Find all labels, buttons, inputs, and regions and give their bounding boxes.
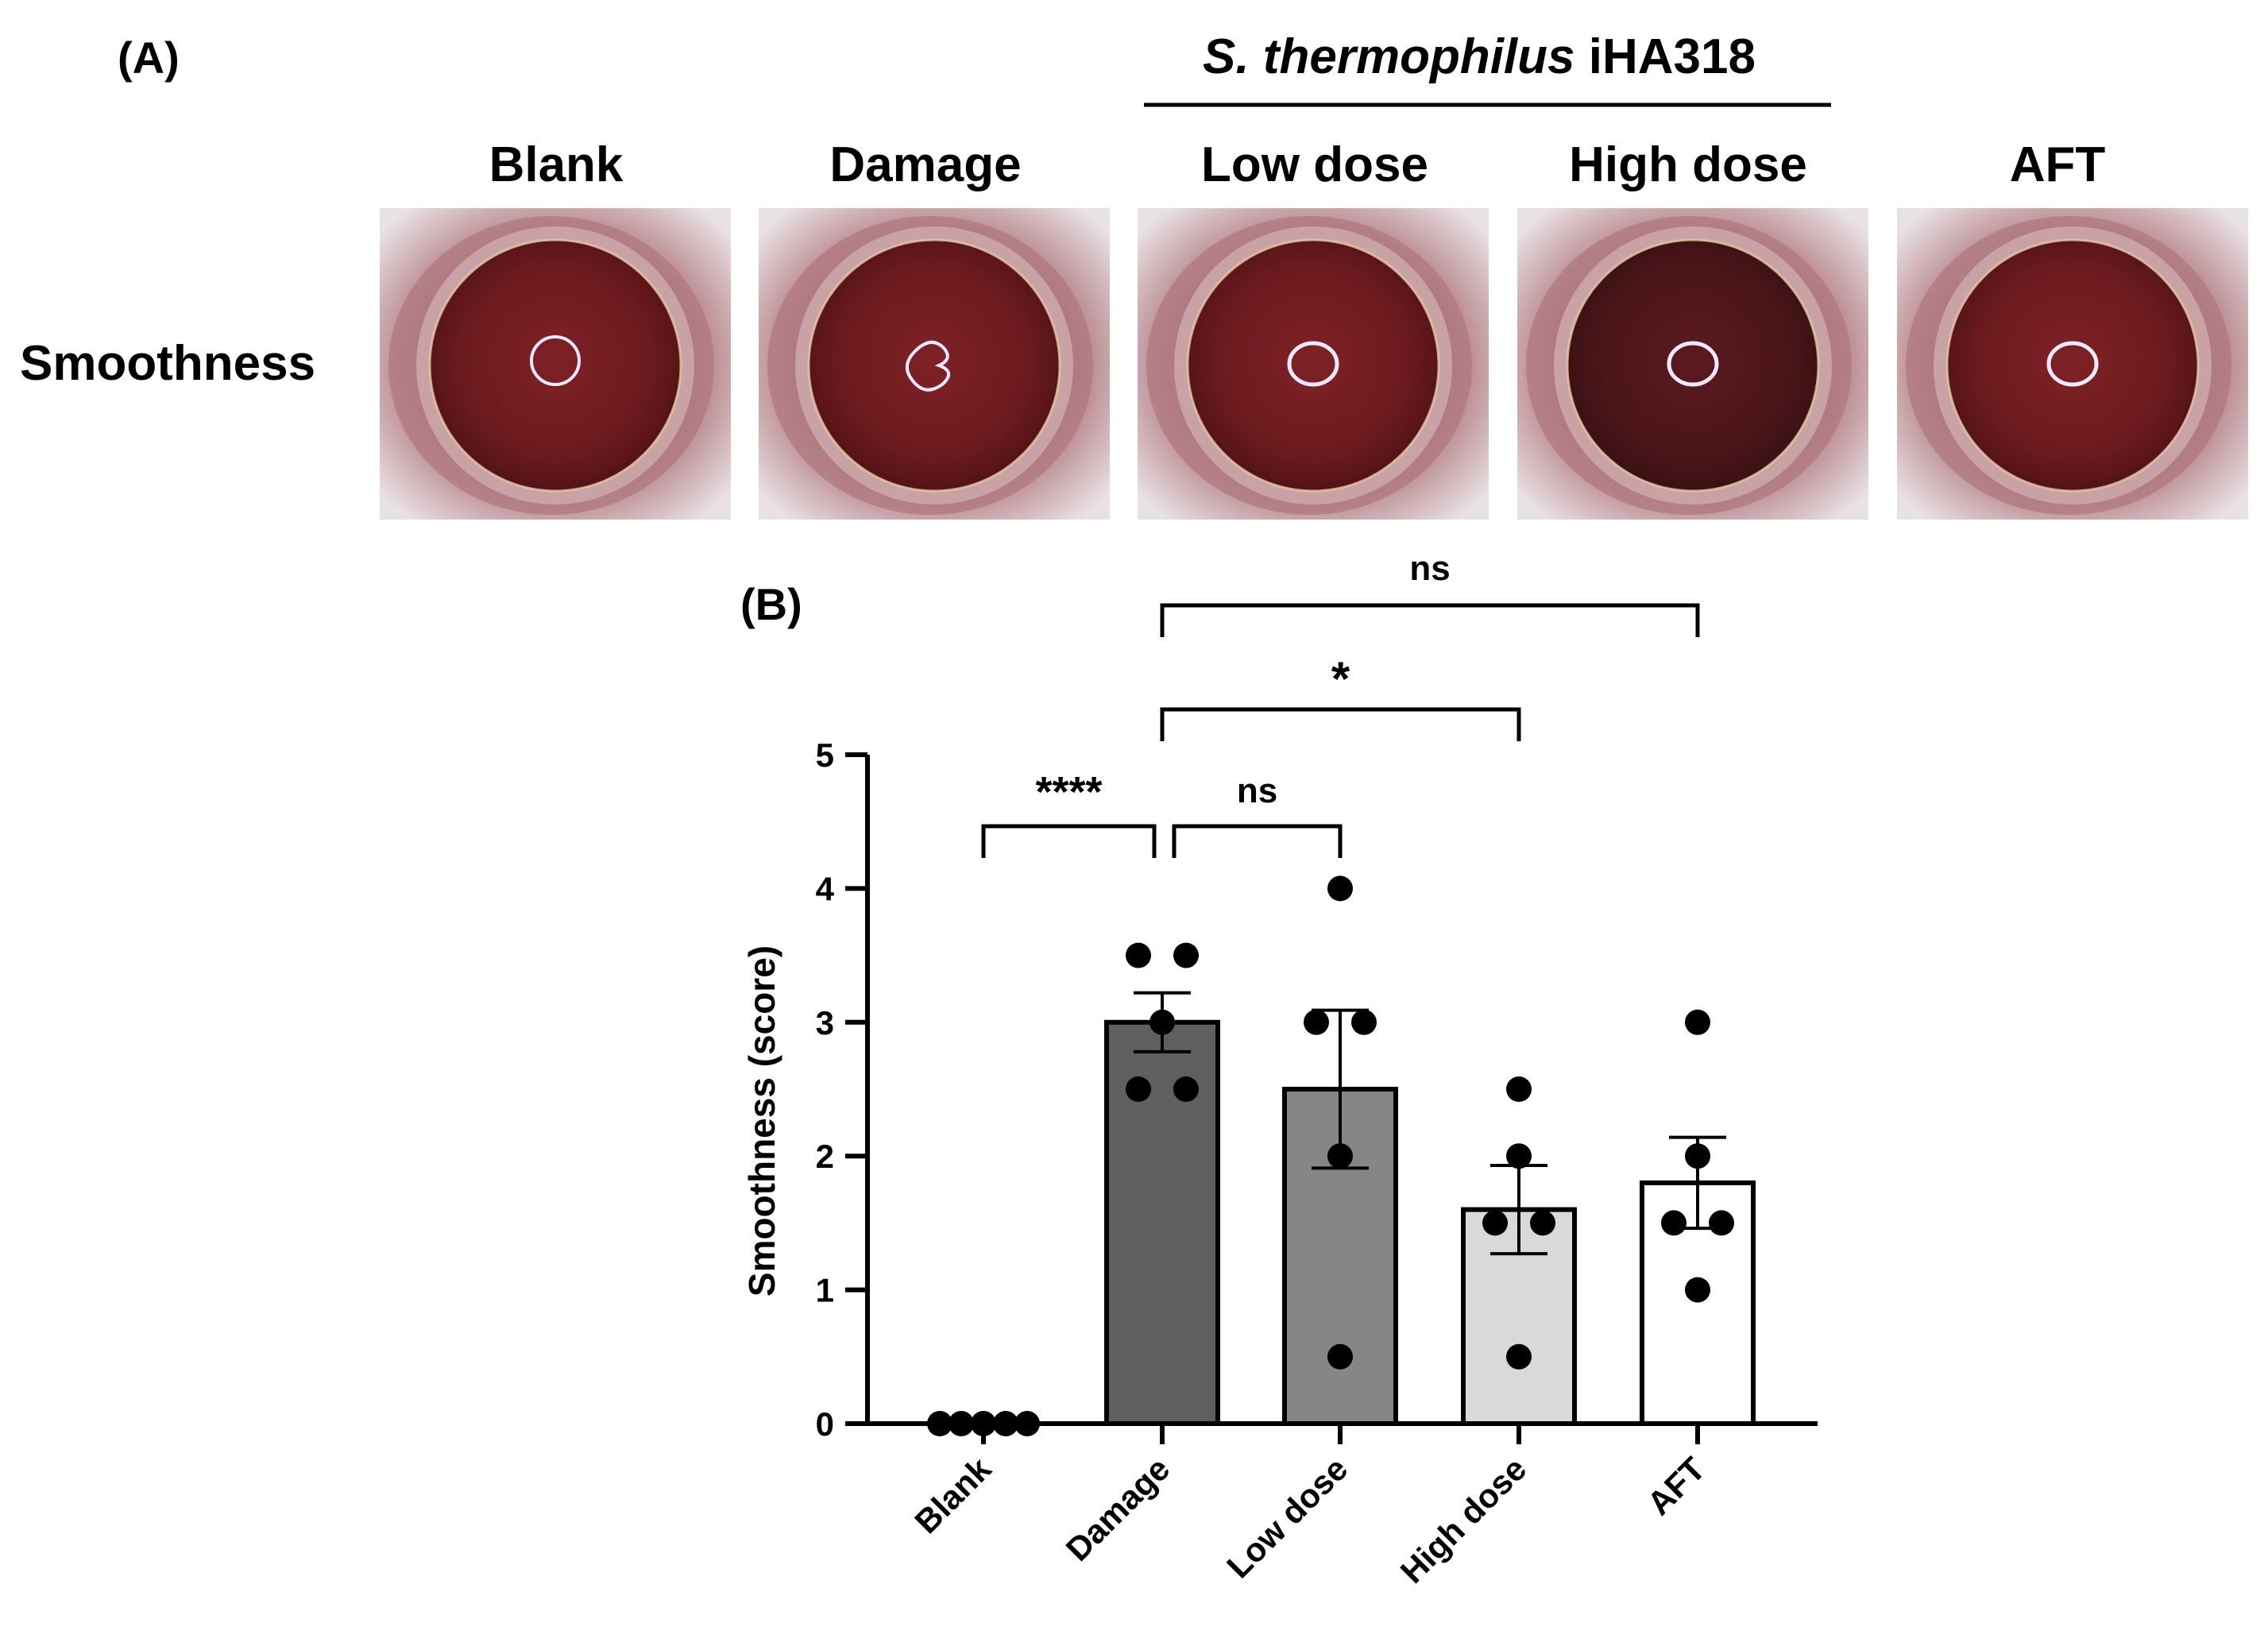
data-point xyxy=(1327,1343,1353,1370)
sig-blank-vs-damage: **** xyxy=(981,768,1157,858)
light-reflection xyxy=(1667,341,1719,387)
strain-species: S. thermophilus xyxy=(1203,29,1574,84)
data-point xyxy=(1173,942,1199,968)
panel-b-label: (B) xyxy=(740,579,802,629)
data-point xyxy=(1149,1009,1175,1035)
light-reflection xyxy=(1287,341,1339,387)
light-reflection xyxy=(530,335,581,386)
row-label-smoothness: Smoothness xyxy=(20,336,315,391)
eye-photos xyxy=(380,208,2248,520)
bracket-line xyxy=(1160,603,1700,637)
strain-id: iHA318 xyxy=(1575,29,1756,84)
iris-edge xyxy=(1566,238,1820,493)
data-point xyxy=(1506,1343,1532,1370)
significance-label: * xyxy=(1331,652,1350,705)
column-header-damage: Damage xyxy=(829,137,1021,192)
bracket-line xyxy=(1160,707,1521,741)
data-point xyxy=(1709,1210,1734,1236)
data-point xyxy=(1126,942,1151,968)
iris-edge xyxy=(807,238,1061,493)
iris xyxy=(1188,240,1439,491)
y-tick-label: 2 xyxy=(816,1138,834,1175)
points-aft xyxy=(1661,1009,1734,1303)
data-point xyxy=(1685,1009,1710,1035)
panel-a-label: (A) xyxy=(118,33,180,83)
eye-photo-high-dose xyxy=(1517,208,1868,520)
data-point xyxy=(1173,1076,1199,1102)
iris xyxy=(1947,240,2198,491)
points-high-dose xyxy=(1482,1076,1555,1370)
bracket-line xyxy=(1172,824,1343,858)
data-point xyxy=(1530,1210,1555,1236)
column-header-high-dose: High dose xyxy=(1569,137,1807,192)
iris-edge xyxy=(1945,238,2200,493)
data-point xyxy=(1506,1076,1532,1102)
y-tick-label: 5 xyxy=(816,736,834,774)
x-tick-label-blank: Blank xyxy=(907,1450,999,1541)
data-point xyxy=(1327,1143,1353,1169)
eye-photo-aft xyxy=(1897,208,2248,520)
data-point xyxy=(1661,1210,1687,1236)
panel-a: (A) S. thermophilus iHA318 Smoothness Bl… xyxy=(20,29,2248,520)
iris xyxy=(430,240,681,491)
iris xyxy=(1567,240,1818,491)
sig-damage-vs-high-dose: * xyxy=(1160,652,1521,741)
significance-label: ns xyxy=(1409,549,1450,588)
eye-photo-damage xyxy=(759,208,1110,520)
iris xyxy=(809,240,1060,491)
strain-label: S. thermophilus iHA318 xyxy=(1203,29,1756,84)
y-tick-label: 3 xyxy=(816,1004,834,1042)
x-tick-label-low-dose: Low dose xyxy=(1219,1450,1354,1585)
bracket-line xyxy=(981,824,1157,858)
data-point xyxy=(1351,1009,1377,1035)
data-point xyxy=(1327,875,1353,902)
eye-photo-low-dose xyxy=(1138,208,1489,520)
light-reflection xyxy=(2046,341,2099,387)
y-axis-label: Smoothness (score) xyxy=(741,945,782,1297)
column-header-blank: Blank xyxy=(489,137,624,192)
iris-edge xyxy=(1186,238,1440,493)
x-tick-label-damage: Damage xyxy=(1059,1450,1177,1568)
y-tick-label: 0 xyxy=(816,1405,834,1443)
y-tick-label: 1 xyxy=(816,1272,834,1309)
light-reflection xyxy=(906,341,950,392)
data-point xyxy=(1685,1277,1710,1303)
sig-damage-vs-aft: ns xyxy=(1160,549,1700,637)
significance-label: **** xyxy=(1035,768,1102,816)
sig-damage-vs-low-dose: ns xyxy=(1172,771,1343,858)
y-tick-label: 4 xyxy=(816,870,835,907)
column-headers: Blank Damage Low dose High dose AFT xyxy=(489,137,2106,192)
column-header-low-dose: Low dose xyxy=(1201,137,1428,192)
iris-edge xyxy=(428,238,682,493)
eye-photo-blank xyxy=(380,208,731,520)
data-point xyxy=(1482,1210,1508,1236)
data-point xyxy=(1506,1143,1532,1169)
column-header-aft: AFT xyxy=(2010,137,2106,192)
data-point xyxy=(1126,1076,1151,1102)
points-damage xyxy=(1126,942,1199,1102)
points-low-dose xyxy=(1304,875,1377,1370)
x-tick-label-aft: AFT xyxy=(1640,1450,1712,1522)
significance-label: ns xyxy=(1237,771,1277,810)
data-point xyxy=(1685,1143,1710,1169)
x-tick-label-high-dose: High dose xyxy=(1393,1450,1534,1590)
data-point xyxy=(1304,1009,1329,1035)
bar-damage xyxy=(1104,1019,1220,1427)
